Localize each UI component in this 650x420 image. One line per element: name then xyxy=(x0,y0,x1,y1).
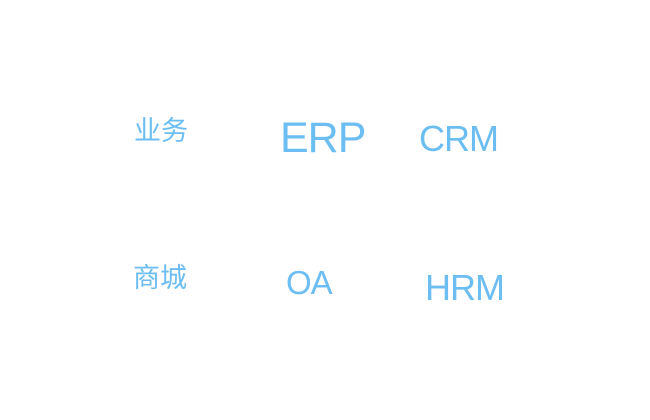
word-yewu: 业务 xyxy=(134,116,188,147)
word-oa: OA xyxy=(286,264,333,301)
word-erp: ERP xyxy=(280,114,366,162)
word-crm: CRM xyxy=(419,118,499,159)
word-hrm: HRM xyxy=(425,267,505,308)
word-shangcheng: 商城 xyxy=(133,263,187,294)
